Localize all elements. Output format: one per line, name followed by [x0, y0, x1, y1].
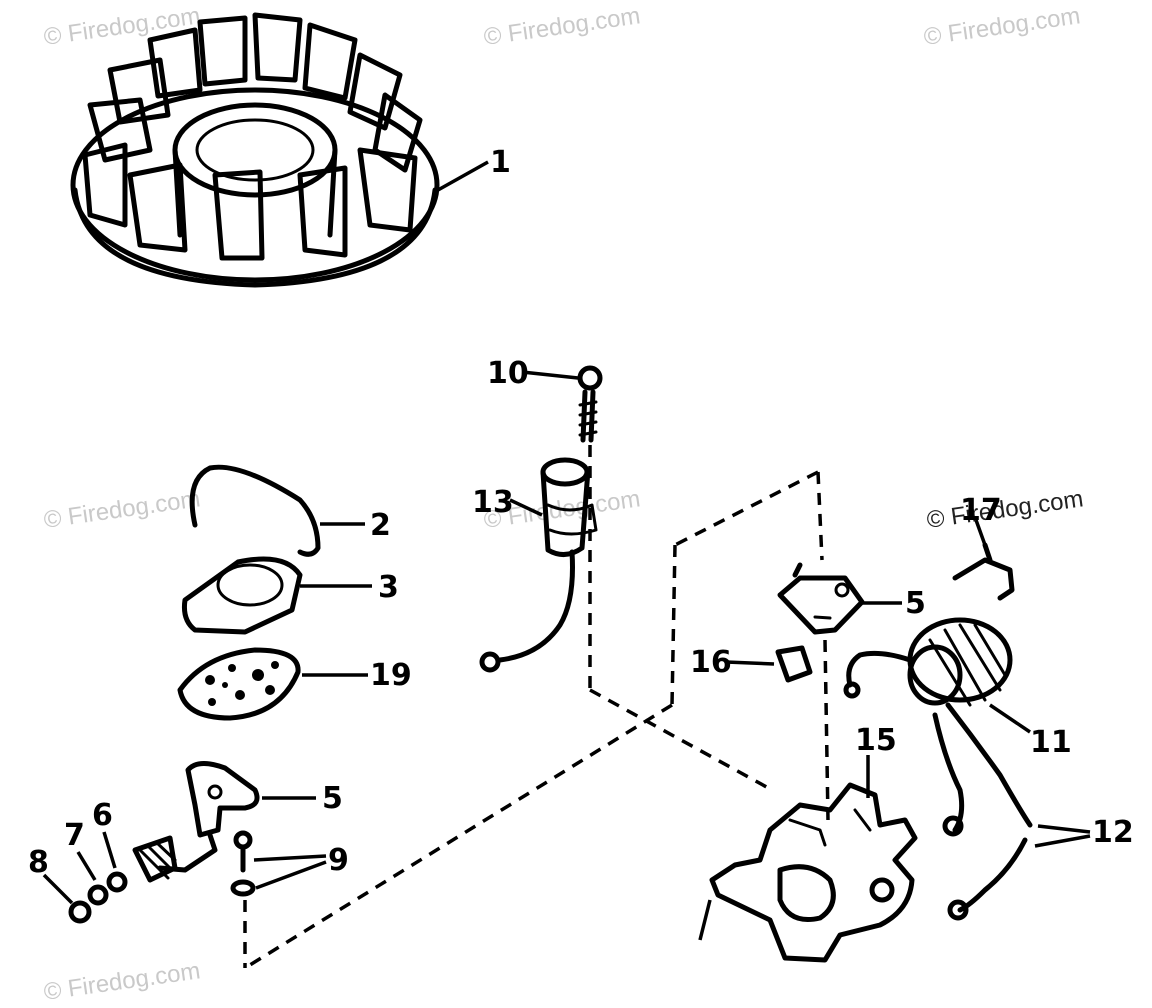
bracket-part: 5 [777, 562, 926, 635]
callout-label: 9 [328, 843, 349, 878]
callout-label: 5 [322, 781, 343, 816]
watermark: © Firedog.com [922, 2, 1082, 51]
callout-label: 10 [487, 356, 529, 391]
callout-label: 6 [92, 798, 113, 833]
callout-label: 15 [855, 723, 897, 758]
callout-label: 1 [490, 145, 511, 180]
watermark: © Firedog.com [42, 485, 202, 534]
watermark: © Firedog.com [42, 957, 202, 1006]
condenser-part: 13 [472, 457, 598, 673]
clip-part: 16 [690, 645, 813, 683]
retainer-part: 17 [952, 493, 1015, 601]
housing-part: 15 [698, 723, 918, 963]
callout-label: 17 [960, 493, 1002, 528]
callout-label: 3 [378, 570, 399, 605]
callout-label: 16 [690, 645, 732, 680]
screw-washer-part: 9 [230, 830, 349, 897]
flywheel-part: 1 [70, 12, 511, 288]
callout-label: 2 [370, 508, 391, 543]
callout-label: 12 [1092, 815, 1134, 850]
callout-label: 7 [64, 818, 85, 853]
plate-part: 3 [182, 556, 399, 635]
spring-washers-part: 6 7 8 [28, 798, 178, 924]
watermark: © Firedog.com [925, 485, 1085, 534]
watermark: © Firedog.com [42, 2, 202, 51]
lever-part: 5 [157, 761, 343, 873]
callout-label: 13 [472, 485, 514, 520]
wire-clip-part: 2 [189, 464, 391, 557]
screw-part: 10 [487, 356, 603, 443]
alignment-lines [243, 445, 830, 970]
felt-pad-part: 19 [177, 647, 412, 721]
callout-label: 5 [905, 586, 926, 621]
callout-label: 11 [1030, 725, 1072, 760]
callout-label: 19 [370, 658, 412, 693]
callout-label: 8 [28, 845, 49, 880]
leads-part: 12 [932, 702, 1134, 921]
coil-part: 11 [843, 617, 1072, 760]
watermark: © Firedog.com [482, 2, 642, 51]
